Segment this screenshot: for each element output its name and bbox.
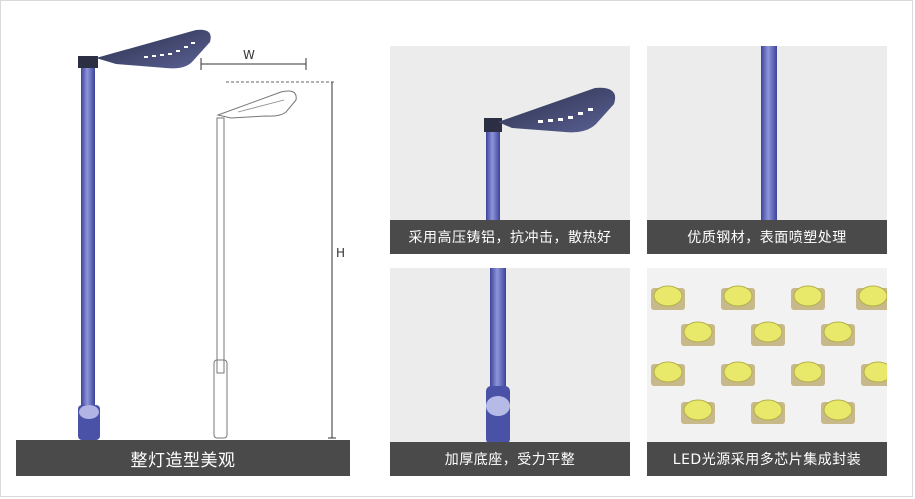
- led-chip: [681, 321, 715, 346]
- led-chip: [861, 361, 887, 386]
- caption-led-chips: LED光源采用多芯片集成封装: [647, 442, 887, 476]
- outline-lamp-head: [216, 90, 297, 119]
- street-light-illustration: [78, 29, 336, 440]
- pole-closeup: [761, 46, 777, 226]
- led-chip: [721, 285, 755, 310]
- width-dimension-label: W: [243, 48, 255, 62]
- pole: [81, 65, 95, 437]
- led-chip: [791, 361, 825, 386]
- led-chip: [821, 321, 855, 346]
- led-chip: [821, 399, 855, 424]
- main-product-panel: W H 整灯造型美观: [16, 20, 350, 476]
- led-chip: [651, 285, 685, 310]
- led-chip: [681, 399, 715, 424]
- caption-lamp-head: 采用高压铸铝，抗冲击，散热好: [390, 220, 630, 254]
- panel-pole-steel: 优质钢材，表面喷塑处理: [647, 46, 887, 254]
- panel-thick-base: 加厚底座，受力平整: [390, 268, 630, 476]
- led-chip: [721, 361, 755, 386]
- height-dimension-label: H: [336, 246, 346, 260]
- led-chip: [751, 321, 785, 346]
- main-caption: 整灯造型美观: [16, 440, 350, 476]
- led-chip: [856, 285, 887, 310]
- caption-thick-base: 加厚底座，受力平整: [390, 442, 630, 476]
- led-chip-array: [651, 285, 887, 424]
- lamp-head-closeup: [484, 87, 616, 226]
- led-chip: [791, 285, 825, 310]
- led-chip: [751, 399, 785, 424]
- panel-lamp-head: 采用高压铸铝，抗冲击，散热好: [390, 46, 630, 254]
- base-closeup: [486, 268, 510, 444]
- outline-pole: [216, 117, 225, 374]
- lamp-head: [96, 29, 211, 69]
- panel-led-chips: LED光源采用多芯片集成封装: [647, 268, 887, 476]
- caption-pole-steel: 优质钢材，表面喷塑处理: [647, 220, 887, 254]
- led-chip: [651, 361, 685, 386]
